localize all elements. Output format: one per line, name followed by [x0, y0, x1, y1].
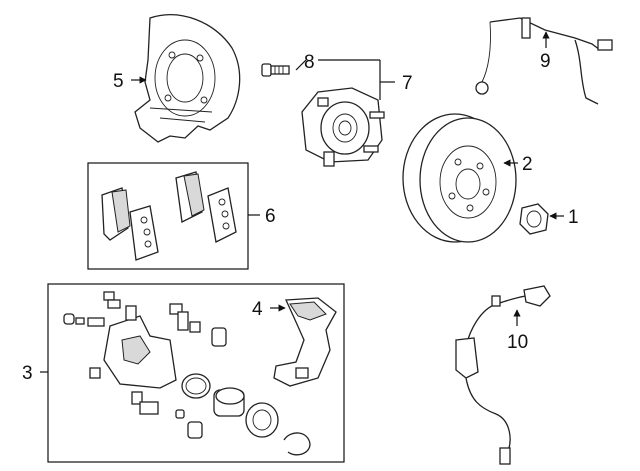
leader-8a — [295, 59, 307, 71]
brake-hose-part[interactable] — [475, 17, 613, 105]
caliper-parts[interactable] — [63, 291, 311, 456]
hub-bearing-part[interactable] — [301, 87, 385, 167]
brake-rotor-part[interactable] — [402, 113, 517, 243]
callout-6: 6 — [265, 206, 276, 227]
hub-bolt-part[interactable] — [261, 63, 290, 77]
dust-shield-part[interactable] — [134, 14, 241, 143]
callout-2: 2 — [522, 154, 533, 175]
callout-3: 3 — [22, 363, 33, 384]
callout-7: 7 — [402, 73, 413, 94]
brake-pads-part[interactable] — [101, 171, 237, 261]
pad-kit-box — [87, 162, 249, 270]
abs-sensor-part[interactable] — [455, 285, 551, 465]
callout-9: 9 — [540, 51, 551, 72]
callout-8: 8 — [304, 52, 315, 73]
caliper-support-part[interactable] — [273, 297, 337, 387]
callout-10: 10 — [507, 332, 528, 353]
callout-1: 1 — [568, 207, 579, 228]
callout-5: 5 — [113, 71, 124, 92]
caliper-kit-box — [47, 283, 345, 463]
callout-4: 4 — [252, 299, 263, 320]
hub-nut-part[interactable] — [519, 203, 549, 235]
